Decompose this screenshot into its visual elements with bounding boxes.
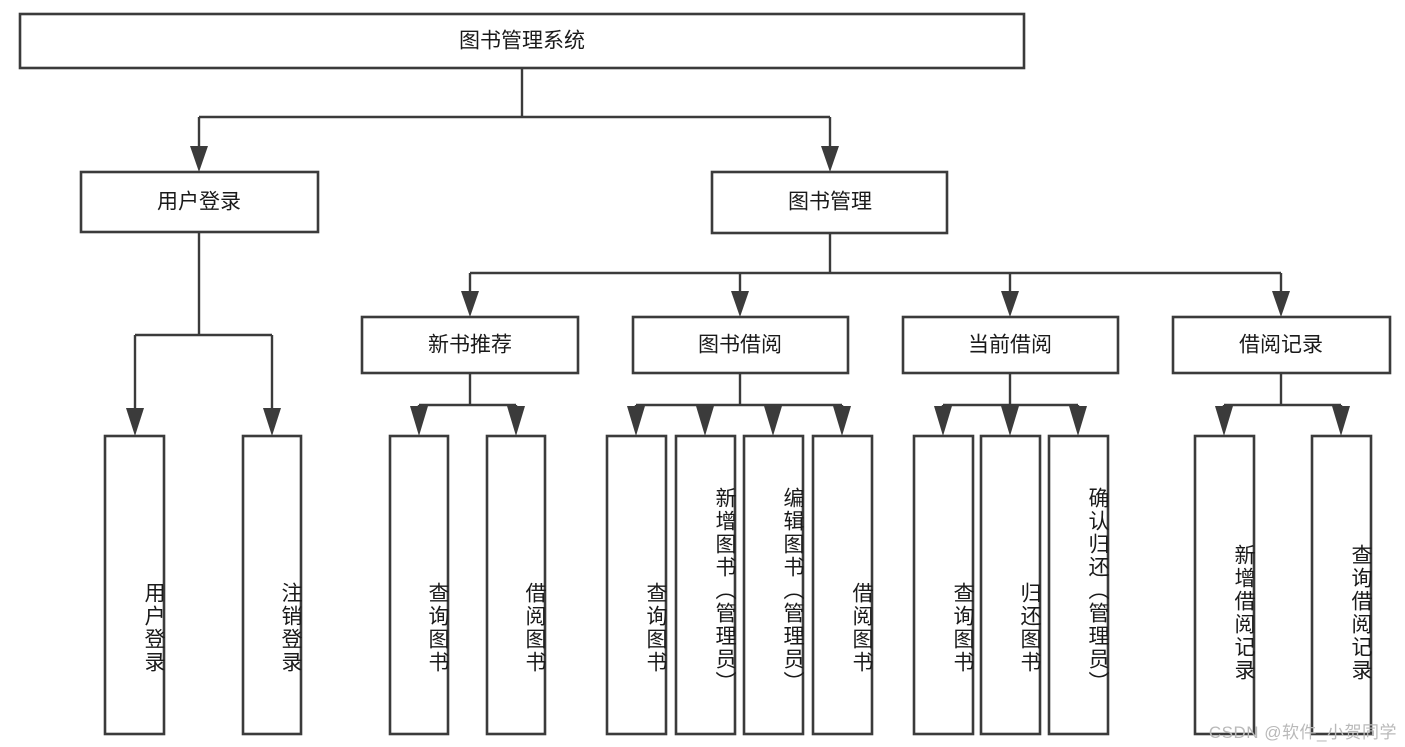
connector-group-current-borrow — [934, 373, 1087, 436]
node-box-leaf-borrow-query[interactable] — [605, 434, 668, 736]
node-box-leaf-current-query[interactable] — [912, 434, 975, 736]
node-label-user-login: 用户登录 — [157, 191, 241, 214]
connector-group-book-manage — [461, 233, 1290, 317]
node-label-book-borrow: 图书借阅 — [698, 334, 782, 357]
node-box-leaf-borrow-add[interactable] — [674, 434, 737, 736]
node-box-root[interactable] — [18, 12, 1026, 70]
arrow-head-leaf-user-logout — [263, 408, 281, 436]
node-box-book-borrow[interactable] — [631, 315, 850, 375]
node-box-leaf-user-logout[interactable] — [241, 434, 303, 736]
arrow-head-leaf-borrow-lend — [833, 406, 851, 436]
arrow-head-leaf-borrow-query — [627, 406, 645, 436]
arrow-head-leaf-record-query — [1332, 406, 1350, 436]
node-label-book-manage: 图书管理 — [788, 191, 872, 214]
node-box-current-borrow[interactable] — [901, 315, 1120, 375]
arrow-head-leaf-record-add — [1215, 406, 1233, 436]
node-new-book-rec[interactable]: 新书推荐 — [360, 315, 580, 375]
node-box-leaf-record-add[interactable] — [1193, 434, 1256, 736]
arrow-head-leaf-borrow-add — [696, 406, 714, 436]
connector-group-book-borrow — [627, 373, 851, 436]
node-root[interactable]: 图书管理系统 — [18, 12, 1026, 70]
node-box-book-manage[interactable] — [710, 170, 949, 235]
arrow-head-current-borrow — [1001, 291, 1019, 317]
node-user-login[interactable]: 用户登录 — [79, 170, 320, 234]
arrow-head-leaf-borrow-edit — [764, 406, 782, 436]
arrow-head-user-login — [190, 146, 208, 172]
connector-group-borrow-record — [1215, 373, 1350, 436]
node-box-leaf-record-query[interactable] — [1310, 434, 1373, 736]
arrow-head-borrow-record — [1272, 291, 1290, 317]
arrow-head-leaf-user-login — [126, 408, 144, 436]
arrow-head-book-manage — [821, 146, 839, 172]
arrow-head-new-book-rec — [461, 291, 479, 317]
node-borrow-record[interactable]: 借阅记录 — [1171, 315, 1392, 375]
node-label-borrow-record: 借阅记录 — [1239, 334, 1323, 357]
arrow-head-book-borrow — [731, 291, 749, 317]
node-box-leaf-current-confirm[interactable] — [1047, 434, 1110, 736]
node-label-current-borrow: 当前借阅 — [968, 334, 1052, 357]
node-box-leaf-rec-query[interactable] — [388, 434, 450, 736]
node-box-user-login[interactable] — [79, 170, 320, 234]
arrow-head-leaf-rec-borrow — [507, 406, 525, 436]
connector-group-user-login — [126, 232, 281, 436]
node-box-leaf-borrow-lend[interactable] — [811, 434, 874, 736]
arrow-head-leaf-rec-query — [410, 406, 428, 436]
leaf-boxes[interactable] — [103, 434, 1373, 736]
connector-group-new-book-rec — [410, 373, 525, 436]
node-book-manage[interactable]: 图书管理 — [710, 170, 949, 235]
csdn-watermark: CSDN @软件_小贺同学 — [1208, 723, 1397, 742]
node-label-new-book-rec: 新书推荐 — [428, 334, 512, 357]
node-current-borrow[interactable]: 当前借阅 — [901, 315, 1120, 375]
arrow-head-leaf-current-confirm — [1069, 406, 1087, 436]
node-box-leaf-user-login[interactable] — [103, 434, 166, 736]
node-box-leaf-current-return[interactable] — [979, 434, 1042, 736]
arrow-head-leaf-current-query — [934, 406, 952, 436]
node-book-borrow[interactable]: 图书借阅 — [631, 315, 850, 375]
node-label-root: 图书管理系统 — [459, 30, 585, 53]
connector-group-root — [190, 68, 839, 172]
node-box-new-book-rec[interactable] — [360, 315, 580, 375]
arrow-head-leaf-current-return — [1001, 406, 1019, 436]
node-box-leaf-rec-borrow[interactable] — [485, 434, 547, 736]
node-box-borrow-record[interactable] — [1171, 315, 1392, 375]
node-box-leaf-borrow-edit[interactable] — [742, 434, 805, 736]
